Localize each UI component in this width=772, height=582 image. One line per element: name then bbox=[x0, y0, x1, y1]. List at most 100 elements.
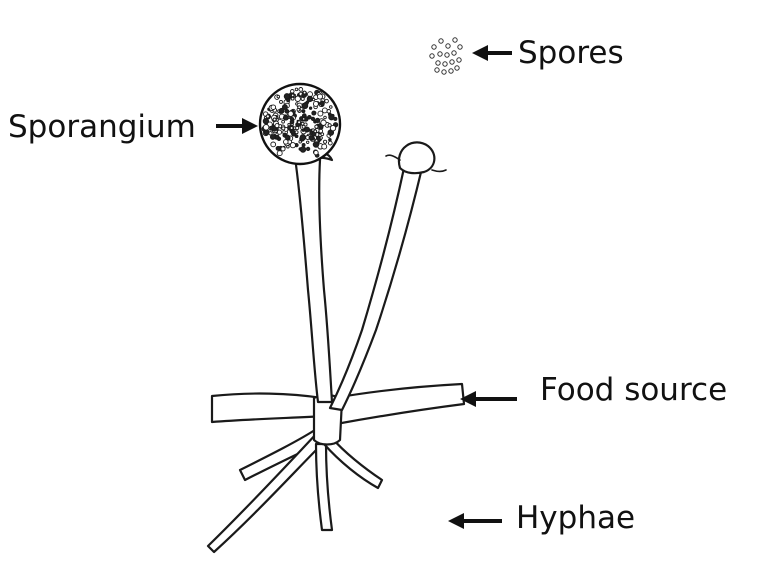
hypha-middle-down bbox=[314, 442, 334, 532]
stalk-young bbox=[328, 166, 424, 412]
sporangium-dot bbox=[280, 146, 286, 152]
sporangium-dot bbox=[265, 114, 270, 119]
spore-dot bbox=[454, 65, 460, 71]
spore-dot bbox=[452, 37, 458, 43]
sporangium-dot bbox=[323, 139, 328, 144]
sporangium-dot bbox=[310, 116, 316, 122]
spore-dot bbox=[457, 44, 463, 50]
label-food-source: Food source bbox=[540, 372, 727, 408]
sporangium-dot bbox=[302, 90, 307, 95]
sporangium-dot bbox=[300, 121, 305, 126]
spore-dot bbox=[434, 67, 440, 73]
sporangium-dot bbox=[289, 142, 296, 149]
sporangium-dot bbox=[321, 143, 328, 150]
spore-dot bbox=[441, 69, 447, 75]
sporangium-dot bbox=[305, 146, 311, 152]
sporangium-dot bbox=[270, 141, 277, 148]
sporangium-dot bbox=[299, 146, 307, 153]
sporangium-dot bbox=[297, 105, 302, 110]
young-head bbox=[397, 141, 436, 175]
sporangium-dot bbox=[327, 123, 332, 128]
sporangium-dot bbox=[311, 110, 317, 116]
sporangium-dot bbox=[294, 134, 299, 139]
sporangium-dot bbox=[326, 109, 332, 114]
sporangium-dot bbox=[289, 116, 295, 122]
sporangium-dot bbox=[319, 136, 323, 140]
sporangium-dot bbox=[308, 135, 314, 141]
sporangium-dot bbox=[329, 124, 337, 132]
sporangium-dot bbox=[279, 99, 283, 104]
sporangium-dot bbox=[284, 109, 290, 114]
sporangium-dot bbox=[287, 122, 291, 127]
arrow-spores bbox=[472, 45, 512, 61]
sporangium-dot bbox=[278, 107, 285, 114]
sporangium-dot bbox=[274, 135, 280, 140]
sporangium-dot bbox=[301, 102, 309, 110]
sporangium-dot bbox=[262, 124, 270, 131]
sporangium-dot bbox=[290, 129, 296, 135]
sporangium-dot bbox=[283, 139, 289, 145]
sporangium-dot bbox=[299, 134, 307, 141]
sporangium-dot bbox=[320, 119, 327, 126]
hypha-right bbox=[332, 382, 466, 426]
sporangium-dot bbox=[312, 100, 319, 107]
sporangium-dot bbox=[317, 110, 324, 117]
sporangium-dot bbox=[281, 104, 288, 111]
sporangium-dot bbox=[283, 93, 291, 100]
sporangium-dot bbox=[314, 124, 319, 129]
sporangium-dot bbox=[275, 145, 281, 151]
sporangium-dot bbox=[294, 95, 301, 102]
sporangium-dot bbox=[286, 144, 290, 149]
sporangium-dot bbox=[282, 114, 289, 121]
sporangium-dot bbox=[274, 123, 280, 129]
sporangium-dot bbox=[273, 131, 277, 135]
sporangium-dot bbox=[281, 126, 286, 131]
arrow-food-source bbox=[460, 391, 517, 407]
spore-dot bbox=[449, 59, 455, 65]
sporangium-dot bbox=[323, 115, 327, 120]
sporangium-dot bbox=[313, 149, 319, 156]
spore-dot bbox=[437, 51, 443, 57]
spore-dot bbox=[429, 53, 435, 59]
sporangium-dot bbox=[290, 96, 295, 101]
sporangium-texture bbox=[261, 87, 339, 158]
spore-dot bbox=[448, 68, 454, 74]
sporangium-dot bbox=[298, 87, 304, 92]
sporangium-dot bbox=[321, 107, 328, 114]
sporangium-dot bbox=[304, 126, 311, 133]
young-head-tip-right bbox=[431, 169, 447, 173]
sporangium-dot bbox=[276, 150, 283, 157]
sporangium-dot bbox=[301, 109, 306, 114]
sporangium-dot bbox=[272, 117, 277, 122]
hypha-diagonal bbox=[206, 430, 328, 554]
stalk-main bbox=[294, 153, 334, 404]
sporangium-dot bbox=[290, 93, 295, 98]
spore-dot bbox=[442, 61, 448, 67]
sporangium-dot bbox=[312, 141, 320, 148]
sporangium-dot bbox=[327, 140, 333, 146]
sporangium-dot bbox=[308, 106, 313, 110]
sporangium-dot bbox=[287, 110, 294, 117]
sporangium-dot bbox=[324, 98, 329, 104]
sporangium-dot bbox=[301, 143, 306, 147]
spore-dot bbox=[444, 52, 450, 58]
label-sporangium: Sporangium bbox=[8, 109, 196, 145]
label-spores: Spores bbox=[518, 35, 624, 71]
sporangium-dot bbox=[313, 129, 318, 134]
sporangium-dot bbox=[269, 134, 276, 140]
sporangium-dot bbox=[302, 117, 306, 121]
sporangium-dot bbox=[314, 117, 321, 124]
sporangium-dot bbox=[301, 124, 306, 129]
spore-dot bbox=[445, 43, 451, 49]
sporangium-dot bbox=[294, 87, 299, 92]
sporangiophore-main bbox=[282, 148, 334, 404]
sporangium-dot bbox=[276, 94, 281, 99]
sporangium-dot bbox=[276, 129, 283, 135]
arrow-hyphae bbox=[448, 513, 502, 529]
sporangium-dot bbox=[306, 140, 310, 144]
spore-dot bbox=[456, 57, 462, 63]
sporangium-dot bbox=[295, 125, 300, 131]
sporangium-dot bbox=[319, 100, 325, 106]
sporangium-dot bbox=[309, 131, 314, 135]
sporangiophore-young bbox=[328, 141, 447, 412]
